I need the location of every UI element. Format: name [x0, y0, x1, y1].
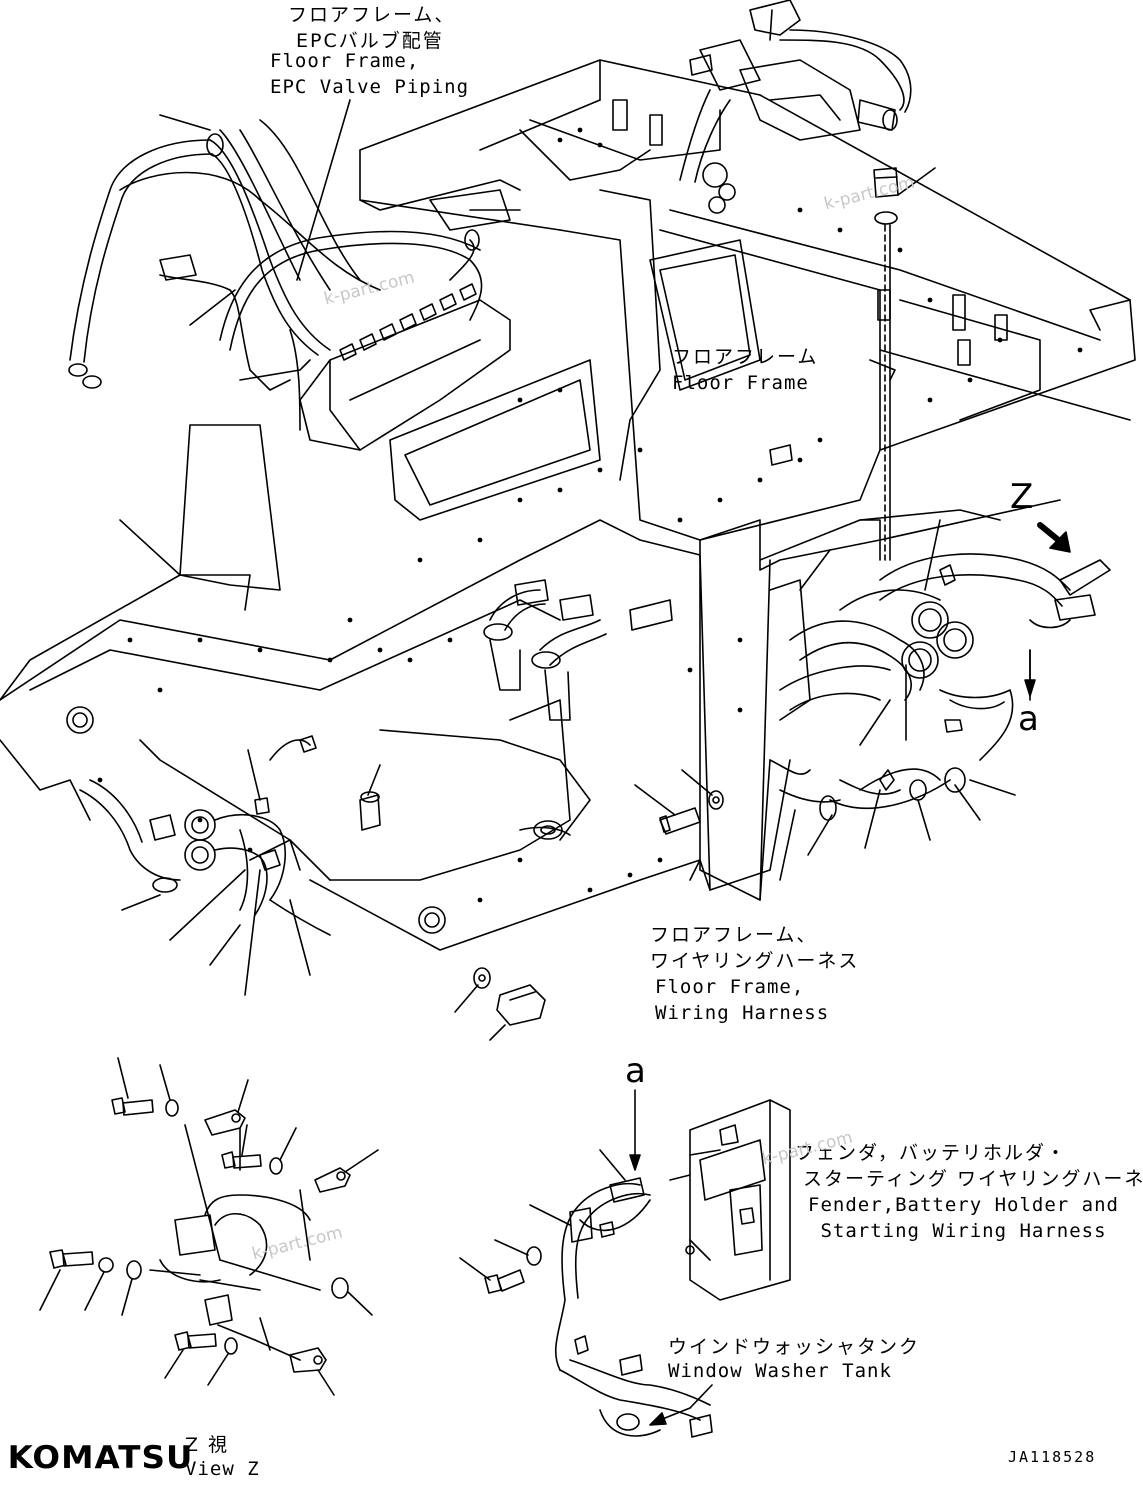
epc-valve-assembly [240, 284, 510, 450]
view-z-caption-en: View Z [185, 1458, 260, 1480]
epc-piping-label-en: Floor Frame, EPC Valve Piping [270, 50, 470, 98]
view-z-detail [40, 1058, 378, 1395]
washer-tank-label-jp: ウインドウォッシャタンク [668, 1336, 921, 1358]
epc-piping-label-jp: フロアフレーム、 EPCバルブ配管 [288, 4, 456, 52]
fender-harness-label-jp: フェンダ，バッテリホルダ・ スターティング ワイヤリングハーネス [795, 1142, 1143, 1190]
ref-letter-a-lower: a [625, 1051, 647, 1091]
floor-frame-label-jp: フロアフレーム [672, 346, 819, 368]
ref-arrow-a-upper [1025, 650, 1035, 696]
washer-tank-label-en: Window Washer Tank [668, 1360, 892, 1382]
fender-harness-label-en: Fender,Battery Holder and Starting Wirin… [808, 1194, 1119, 1242]
top-valve-cluster [680, 0, 911, 182]
bolt-washer-top [874, 168, 898, 560]
bolt-washer-bottom [474, 968, 545, 1025]
floor-frame-label-en: Floor Frame [672, 372, 809, 394]
document-id: JA118528 [1008, 1448, 1097, 1466]
left-pipe-group [80, 736, 380, 935]
komatsu-logo: KOMATSU [7, 1440, 194, 1476]
view-z-caption-jp: Z 視 [185, 1434, 230, 1456]
floor-frame-outline [0, 60, 1135, 950]
view-z-ref-letter: Z [1010, 477, 1035, 517]
wiring-harness-label-jp: フロアフレーム、 ワイヤリングハーネス [650, 924, 860, 972]
bolt-washer-mid [660, 791, 723, 834]
fender-detail [460, 1090, 790, 1437]
leader-lines [122, 100, 1030, 1040]
right-harness [770, 445, 1110, 820]
ref-letter-a-upper: a [1018, 699, 1040, 739]
wiring-harness-label-en: Floor Frame, Wiring Harness [655, 976, 830, 1024]
view-z-arrow [1040, 525, 1070, 552]
epc-hoses [69, 120, 482, 430]
central-pipes [484, 580, 672, 839]
